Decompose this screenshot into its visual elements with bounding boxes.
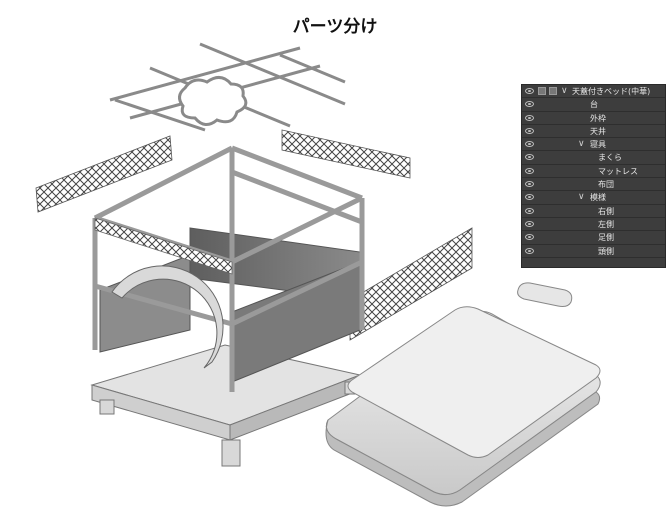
layer-row[interactable]: 布団 — [522, 178, 665, 192]
layer-label: 布団 — [598, 180, 614, 190]
eye-icon[interactable] — [525, 88, 534, 94]
lock-icon[interactable] — [549, 87, 557, 95]
eye-icon[interactable] — [525, 194, 534, 201]
chevron-down-icon[interactable]: ∨ — [578, 139, 585, 150]
layer-label: 模様 — [590, 193, 606, 203]
layer-row[interactable]: 天井 — [522, 125, 665, 139]
chevron-down-icon[interactable]: ∨ — [578, 192, 585, 203]
layer-row[interactable]: マットレス — [522, 165, 665, 179]
eye-icon[interactable] — [525, 167, 534, 174]
eye-icon[interactable] — [525, 234, 534, 241]
layer-label: 外枠 — [590, 113, 606, 123]
layer-row[interactable]: 外枠 — [522, 112, 665, 125]
lock-icon[interactable] — [538, 87, 546, 95]
ceiling-part — [109, 42, 346, 132]
eye-icon[interactable] — [525, 101, 534, 108]
layer-row[interactable]: 頭側 — [522, 245, 665, 258]
eye-icon[interactable] — [525, 181, 534, 188]
layer-label: 天蓋付きベッド(中華) — [572, 87, 651, 96]
moon-arch — [111, 265, 224, 369]
eye-icon[interactable] — [525, 114, 534, 121]
eye-icon[interactable] — [525, 127, 534, 134]
layer-label: 頭側 — [598, 246, 614, 256]
eye-icon[interactable] — [525, 207, 534, 214]
layer-row[interactable]: 台 — [522, 98, 665, 112]
outer-frame-part — [92, 145, 365, 392]
layer-row[interactable]: 足側 — [522, 231, 665, 245]
layer-row[interactable]: ∨ 天蓋付きベッド(中華) — [522, 85, 665, 99]
lattice-panel-left — [35, 135, 173, 213]
eye-icon[interactable] — [525, 154, 534, 161]
layer-row[interactable]: 右側 — [522, 205, 665, 218]
eye-icon[interactable] — [525, 141, 534, 148]
layer-label: 左側 — [598, 219, 614, 229]
lattice-panel-back — [281, 129, 411, 179]
layer-label: 足側 — [598, 233, 614, 243]
chevron-down-icon[interactable]: ∨ — [561, 86, 568, 96]
layer-row[interactable]: 左側 — [522, 218, 665, 232]
layer-row[interactable]: ∨ 寝具 — [522, 138, 665, 152]
layer-label: 寝具 — [590, 140, 606, 150]
layer-label: マットレス — [598, 166, 638, 176]
eye-icon[interactable] — [525, 220, 534, 227]
layer-label: 右側 — [598, 206, 614, 216]
layer-row[interactable]: ∨ 模様 — [522, 191, 665, 205]
bed-base-part — [90, 344, 362, 467]
futon-part — [347, 306, 601, 458]
page-title: パーツ分け — [292, 17, 378, 37]
pillow-part — [517, 282, 573, 307]
layers-panel: ∨ 天蓋付きベッド(中華) 台 外枠 天井 ∨ 寝具 まくら マットレス 布団 … — [521, 84, 666, 268]
eye-icon[interactable] — [525, 247, 534, 254]
layer-label: まくら — [598, 153, 622, 163]
layer-label: 天井 — [590, 126, 606, 136]
frame-lattice-band — [94, 217, 233, 275]
layer-label: 台 — [590, 100, 598, 110]
layer-row[interactable]: まくら — [522, 151, 665, 165]
